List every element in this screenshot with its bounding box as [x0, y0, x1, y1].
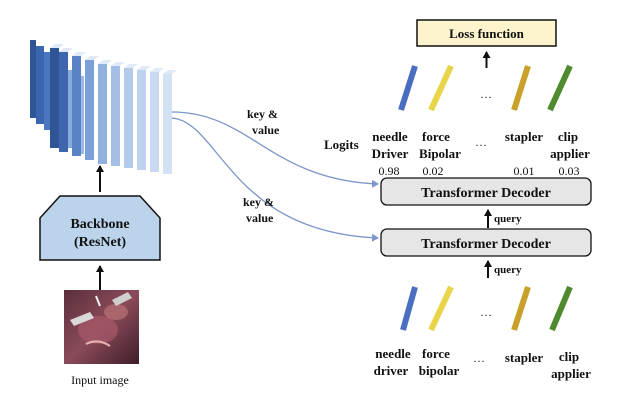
loss-function-label: Loss function: [449, 26, 525, 41]
logit-stick-needle-driver: [398, 65, 418, 111]
backbone-label: Backbone: [70, 217, 129, 232]
feature-map-columns: [50, 48, 172, 174]
query-class-clip-line1: clip: [559, 349, 579, 364]
backbone-sublabel: (ResNet): [74, 235, 126, 250]
key-value-arrow-lower: [171, 117, 379, 242]
mid-ellipsis: …: [475, 135, 487, 149]
input-image: [64, 290, 139, 364]
input-image-caption: Input image: [71, 373, 129, 387]
query-class-force-line2: bipolar: [419, 363, 460, 378]
top-ellipsis: …: [480, 87, 492, 101]
key-value-label-lower-line1: key &: [243, 195, 274, 209]
logit-stick-stapler: [511, 65, 531, 111]
logit-class-force-line2: Bipolar: [419, 146, 461, 161]
query-class-clip-line2: applier: [551, 366, 591, 381]
bottom-ellipsis: …: [473, 351, 485, 365]
logit-stick-clip-applier: [547, 64, 573, 112]
transformer-decoder-lower: Transformer Decoder: [380, 228, 592, 257]
logit-stick-force-bipolar: [428, 64, 454, 112]
query-stick-stapler: [511, 286, 531, 331]
query-stick-force-bipolar: [428, 285, 454, 332]
key-value-label-upper-line2: value: [252, 123, 280, 137]
feature-map-stack: [30, 40, 177, 174]
logit-score-needle: 0.98: [379, 164, 400, 178]
transformer-decoder-upper: Transformer Decoder: [380, 177, 592, 206]
query-sticks: [400, 285, 573, 332]
query-stick-needle-driver: [400, 286, 418, 331]
logit-class-force-line1: force: [422, 129, 450, 144]
query-stick-clip-applier: [549, 285, 573, 332]
logit-score-force: 0.02: [423, 164, 444, 178]
key-value-arrow-upper: [171, 111, 379, 188]
logit-class-clip-line2: applier: [550, 146, 590, 161]
transformer-decoder-upper-label: Transformer Decoder: [421, 186, 551, 201]
logit-score-clip: 0.03: [559, 164, 580, 178]
logit-class-clip-line1: clip: [558, 129, 578, 144]
query-label-upper: query: [494, 213, 522, 225]
logit-class-needle-line2: Driver: [372, 146, 409, 161]
key-value-label-lower-line2: value: [246, 211, 274, 225]
logit-class-needle-line1: needle: [372, 129, 408, 144]
backbone-block: Backbone (ResNet): [39, 195, 161, 261]
query-class-force-line1: force: [422, 346, 450, 361]
transformer-decoder-lower-label: Transformer Decoder: [421, 237, 551, 252]
loss-function-box: Loss function: [416, 19, 557, 47]
key-value-label-upper-line1: key &: [247, 107, 278, 121]
logit-class-stapler-line1: stapler: [505, 129, 544, 144]
logit-score-stapler: 0.01: [514, 164, 535, 178]
query-label-lower: query: [494, 264, 522, 276]
query-class-needle-line2: driver: [374, 363, 409, 378]
bottom-ellipsis-sticks: …: [480, 305, 492, 319]
logit-sticks: [398, 64, 573, 112]
logits-label: Logits: [324, 137, 359, 152]
query-class-stapler-line1: stapler: [505, 350, 544, 365]
query-class-needle-line1: needle: [375, 346, 411, 361]
feature-map-tops: [50, 44, 177, 74]
